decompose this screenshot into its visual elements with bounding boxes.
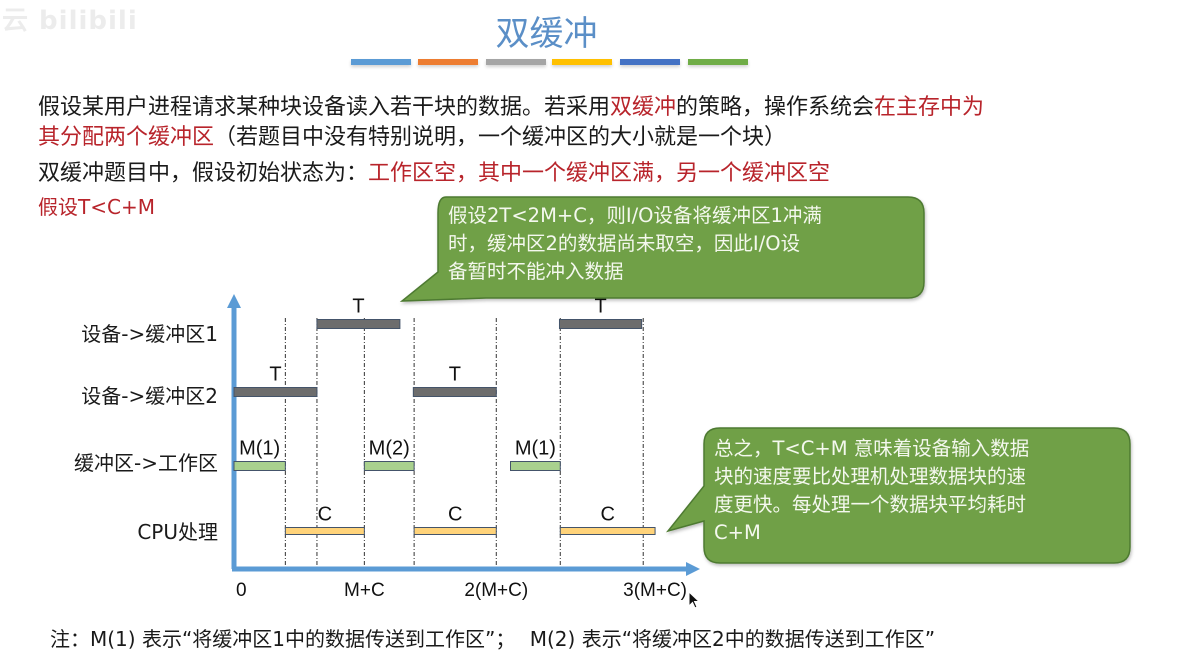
- slide-title: 双缓冲: [495, 14, 598, 54]
- footnote-m1: 注：M(1) 表示“将缓冲区1中的数据传送到工作区”；: [50, 627, 516, 651]
- bar-label: C: [448, 504, 462, 526]
- x-tick-label: 2(M+C): [464, 580, 528, 601]
- callout-top-line: 假设2T<2M+C，则I/O设备将缓冲区1冲满: [448, 204, 822, 227]
- x-tick-label: 0: [236, 580, 247, 601]
- x-tick-label: M+C: [344, 580, 385, 601]
- callout-top-shape: [399, 196, 925, 302]
- bar-label: T: [269, 364, 281, 386]
- bar-cpu-cpu: [413, 527, 497, 535]
- footnote-m2: M(2) 表示“将缓冲区2中的数据传送到工作区”: [529, 627, 936, 651]
- x-tick-label: 3(M+C): [623, 580, 687, 601]
- bar-cpu-cpu: [559, 527, 656, 535]
- callout-top-line: 时，缓冲区2的数据尚未取空，因此I/O设: [448, 232, 801, 255]
- callout-right-text: 总之，T<C+M 意味着设备输入数据 块的速度要比处理机处理数据块的速 度更快。…: [714, 435, 1029, 547]
- callout-right-line: 度更快。每处理一个数据块平均耗时: [714, 493, 1027, 516]
- mouse-cursor-icon: [688, 591, 701, 609]
- y-axis-arrow-icon: [227, 294, 241, 308]
- bar-device-buf2: [412, 387, 497, 397]
- callout-right-line: 块的速度要比处理机处理数据块的速: [714, 465, 1027, 488]
- callout-top-text: 假设2T<2M+C，则I/O设备将缓冲区1冲满 时，缓冲区2的数据尚未取空，因此…: [448, 202, 822, 286]
- title-underline-green: [688, 59, 748, 65]
- initial-state-line: 双缓冲题目中，假设初始状态为：工作区空，其中一个缓冲区满，另一个缓冲区空: [38, 159, 830, 189]
- highlight-two-buffers: 其分配两个缓冲区: [38, 125, 215, 150]
- text: 双缓冲题目中，假设初始状态为：: [38, 161, 369, 186]
- title-underline-navy: [620, 59, 680, 65]
- bar-device-buf1: [558, 319, 643, 329]
- assumption-text: 假设T<C+M: [38, 195, 155, 219]
- bar-transfer-work: [363, 461, 415, 471]
- bar-label: M(1): [515, 438, 556, 460]
- highlight-double-buffer: 双缓冲: [610, 95, 677, 120]
- row-label-cpu-processing: CPU处理: [137, 520, 218, 544]
- bar-transfer-work: [233, 461, 286, 471]
- callout-top-line: 备暂时不能冲入数据: [448, 260, 624, 283]
- highlight-initial-state: 工作区空，其中一个缓冲区满，另一个缓冲区空: [368, 161, 831, 186]
- title-underline-orange: [418, 59, 478, 65]
- bar-label: T: [594, 296, 606, 318]
- bar-transfer-work: [510, 461, 561, 471]
- intro-paragraph: 假设某用户进程请求某种块设备读入若干块的数据。若采用双缓冲的策略，操作系统会在主…: [38, 93, 984, 153]
- footnote: 注：M(1) 表示“将缓冲区1中的数据传送到工作区”； M(2) 表示“将缓冲区…: [50, 623, 935, 652]
- title-underline-blue: [351, 59, 411, 65]
- title-underline-yellow: [552, 59, 612, 65]
- bar-label: T: [449, 364, 461, 386]
- intro-line-2: 其分配两个缓冲区（若题目中没有特别说明，一个缓冲区的大小就是一个块）: [38, 123, 984, 153]
- callout-right-line: 总之，T<C+M 意味着设备输入数据: [714, 437, 1030, 460]
- callout-right: [665, 427, 1131, 564]
- watermark-logo: 云 bilibili: [2, 6, 138, 36]
- x-axis-arrow-icon: [686, 562, 700, 576]
- bar-device-buf1: [316, 319, 401, 329]
- title-underline-gray: [486, 59, 546, 65]
- text: 假设某用户进程请求某种块设备读入若干块的数据。若采用: [38, 95, 611, 120]
- intro-line-1: 假设某用户进程请求某种块设备读入若干块的数据。若采用双缓冲的策略，操作系统会在主…: [38, 93, 984, 123]
- bar-label: M(2): [369, 438, 410, 460]
- bar-label: M(1): [239, 438, 280, 460]
- bar-label: T: [352, 296, 364, 318]
- row-label-buffer-to-workarea: 缓冲区->工作区: [74, 451, 218, 475]
- bar-device-buf2: [233, 387, 318, 397]
- text: （若题目中没有特别说明，一个缓冲区的大小就是一个块）: [214, 125, 787, 150]
- callout-right-shape: [665, 427, 1131, 564]
- row-label-device-to-buffer1: 设备->缓冲区1: [81, 322, 218, 346]
- row-label-device-to-buffer2: 设备->缓冲区2: [81, 384, 218, 408]
- text: 的策略，操作系统会: [676, 95, 875, 120]
- bar-label: C: [600, 504, 614, 526]
- highlight-main-memory: 在主存中为: [874, 95, 985, 120]
- bar-label: C: [318, 504, 332, 526]
- callout-top: [399, 196, 925, 302]
- bar-cpu-cpu: [284, 527, 365, 535]
- callout-right-line: C+M: [714, 521, 761, 544]
